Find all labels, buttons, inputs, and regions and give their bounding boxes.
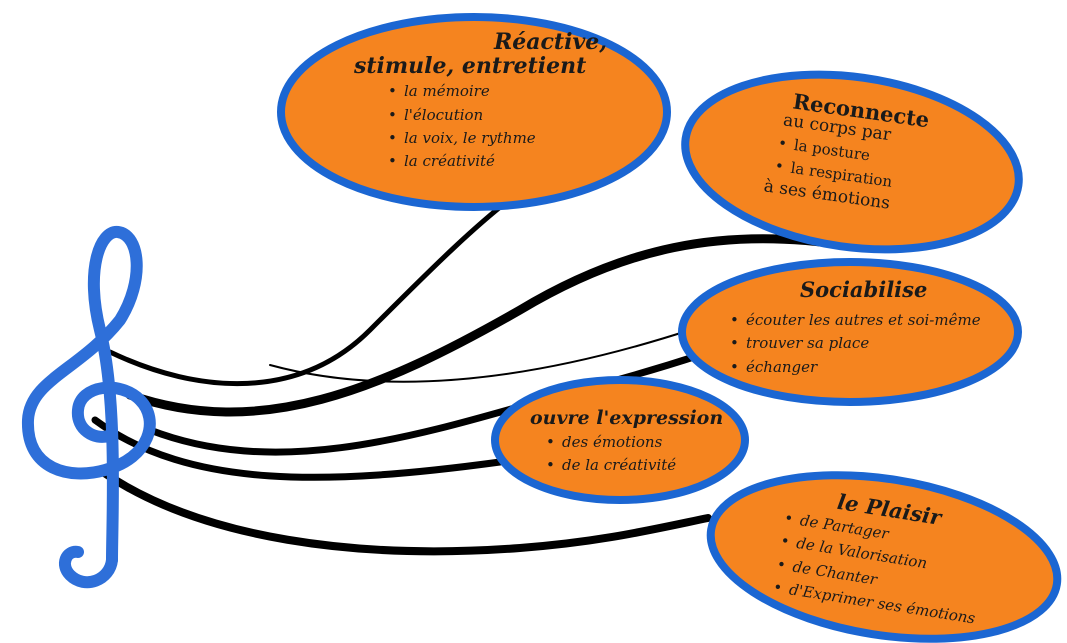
staff-lines xyxy=(91,185,855,556)
staff-line-3 xyxy=(269,329,691,383)
staff-line-1 xyxy=(107,185,528,387)
list-item: de la créativité xyxy=(546,454,730,478)
sociabilise-text: Sociabilise écouter les autres et soi-mê… xyxy=(730,278,1010,379)
list-item: des émotions xyxy=(546,431,730,455)
reconnecte-text: Reconnecte au corps par la posture la re… xyxy=(755,86,939,219)
expression-list: des émotions de la créativité xyxy=(546,431,730,478)
list-item: trouver sa place xyxy=(730,332,1010,356)
staff-line-4 xyxy=(146,351,704,456)
sociabilise-title: Sociabilise xyxy=(800,277,928,302)
staff-line-6 xyxy=(96,466,712,556)
reactive-text: Réactive, stimule, entretient la mémoire… xyxy=(354,29,607,174)
expression-text: ouvre l'expression des émotions de la cr… xyxy=(530,407,730,478)
staff-line-2 xyxy=(125,234,855,417)
list-item: la mémoire xyxy=(388,80,604,104)
treble-clef-icon xyxy=(21,226,156,589)
list-item: la créativité xyxy=(388,150,604,174)
sociabilise-list: écouter les autres et soi-même trouver s… xyxy=(730,309,1010,379)
list-item: la voix, le rythme xyxy=(388,127,604,151)
list-item: échanger xyxy=(730,356,1010,380)
list-item: l'élocution xyxy=(388,104,604,128)
reactive-list: la mémoire l'élocution la voix, le rythm… xyxy=(388,80,604,173)
staff-line-5 xyxy=(91,416,504,481)
reactive-title-1: Réactive, xyxy=(494,29,607,55)
list-item: écouter les autres et soi-même xyxy=(730,309,1010,333)
reactive-title-2: stimule, entretient xyxy=(354,53,587,80)
expression-title: ouvre l'expression xyxy=(530,407,724,429)
